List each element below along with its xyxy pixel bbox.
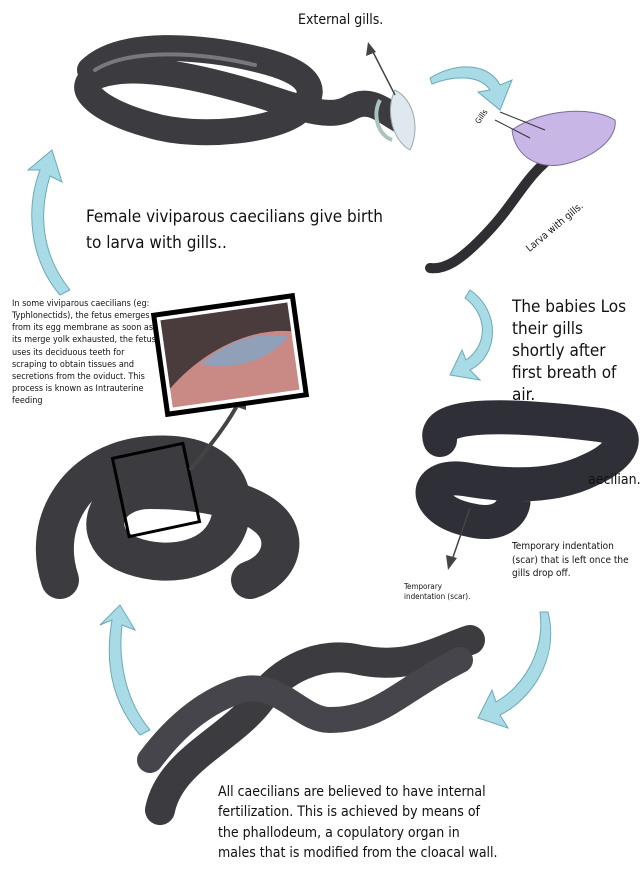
label-caecilian: aecilian. — [588, 472, 640, 488]
pointer-arrow — [371, 49, 396, 96]
label-external-gills: External gills. — [298, 12, 384, 28]
cycle-arrows — [26, 66, 552, 736]
label-scar-right: Temporary indentation (scar) that is lef… — [512, 541, 629, 579]
inset-focus-box — [110, 441, 202, 539]
external-gills-icon — [374, 89, 416, 151]
larva — [425, 110, 616, 274]
cycle-arrow — [429, 66, 513, 111]
cycle-arrow — [99, 604, 151, 736]
cycle-arrow — [449, 289, 493, 381]
label-scar-left: Temporary indentation (scar). — [404, 582, 471, 601]
label-fertilization: All caecilians are believed to have inte… — [218, 784, 498, 861]
inset-womb-image — [150, 292, 310, 418]
label-birth: Female viviparous caecilians give birth … — [86, 207, 383, 253]
adult-with-gills — [74, 35, 413, 146]
juvenile-adult — [415, 400, 639, 539]
mating-pair — [137, 625, 485, 825]
coiled-adult — [35, 435, 300, 599]
label-babies-lose-gills: The babies Los their gills shortly after… — [512, 297, 627, 406]
cycle-arrow — [26, 149, 71, 296]
cycle-arrow — [477, 611, 552, 729]
label-intrauterine-feeding: In some viviparous caecilians (eg: Typhl… — [12, 299, 156, 407]
